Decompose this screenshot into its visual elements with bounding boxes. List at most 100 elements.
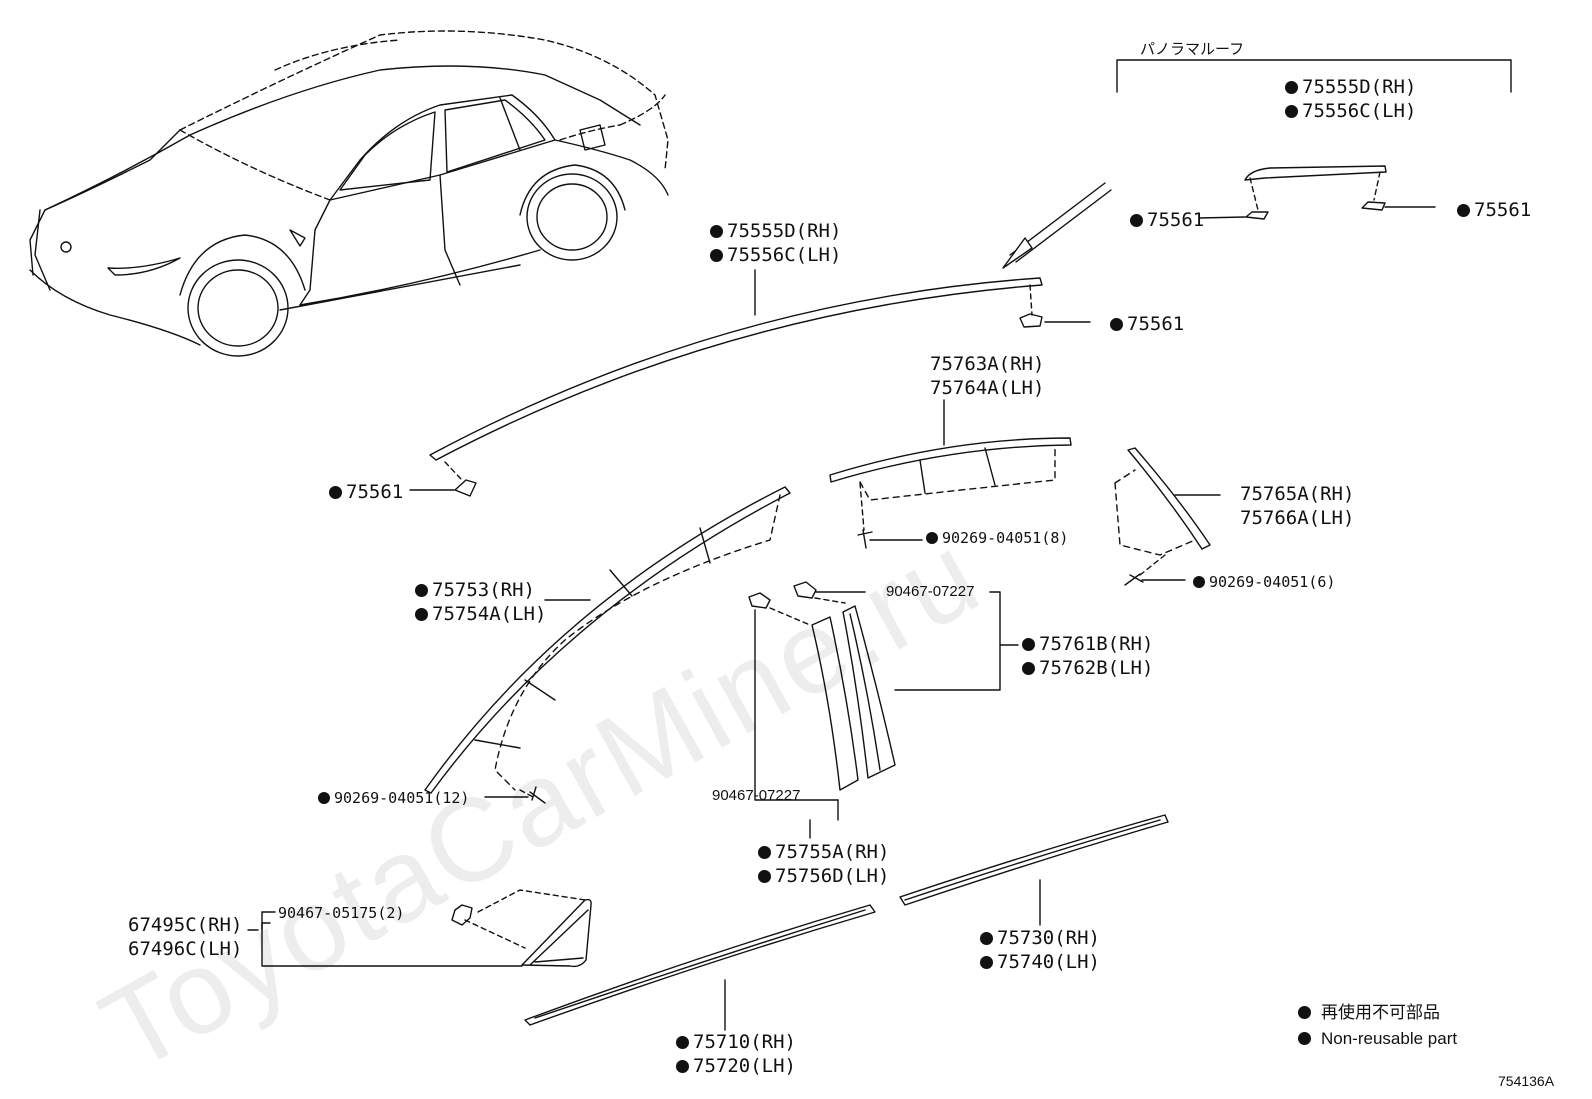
- label-pano-clip-left: 75561: [1130, 208, 1204, 232]
- label-quarter-molding: 75765A(RH) 75766A(LH): [1240, 482, 1354, 530]
- part-number: 75561: [1147, 209, 1205, 231]
- label-rear-upper-molding: 75763A(RH) 75764A(LH): [930, 352, 1044, 400]
- label-line-lh: 75720(LH): [676, 1054, 796, 1078]
- pillar-garnish-front: [811, 616, 859, 791]
- non-reusable-dot-icon: [710, 225, 723, 238]
- label-pillar-clip-low: 90467-07227: [712, 787, 801, 804]
- rear-upper-molding: [829, 437, 1072, 483]
- pillar-clip-2: [793, 581, 817, 599]
- part-number: 75720(LH): [693, 1055, 796, 1077]
- label-line-lh: 75762B(LH): [1022, 656, 1153, 680]
- panorama-bracket: [1116, 59, 1512, 93]
- part-number: 75556C(LH): [1302, 100, 1417, 122]
- part-number: 75556C(LH): [727, 244, 842, 266]
- label-rear-upper-screw: 90269-04051(8): [926, 528, 1068, 548]
- label-quarter-screw: 90269-04051(6): [1193, 572, 1335, 592]
- label-line-rh: 75730(RH): [980, 926, 1100, 950]
- part-number: 75555D(RH): [727, 220, 842, 242]
- part-number-lh: 75764A(LH): [930, 377, 1045, 399]
- non-reusable-dot-icon: [1285, 105, 1298, 118]
- non-reusable-dot-icon: [758, 870, 771, 883]
- label-line-rh: 75555D(RH): [1285, 75, 1416, 99]
- non-reusable-dot-icon: [415, 584, 428, 597]
- label-roof-clip-left: 75561: [329, 480, 403, 504]
- non-reusable-dot-icon: [758, 846, 771, 859]
- label-line-lh: 75754A(LH): [415, 602, 546, 626]
- label-line-lh: 75756D(LH): [758, 864, 889, 888]
- part-number: 90269-04051(12): [334, 789, 470, 807]
- part-number: 75761B(RH): [1039, 633, 1154, 655]
- label-line-rh: 75555D(RH): [710, 219, 841, 243]
- label-mirror-clip: 90467-05175(2): [278, 904, 405, 922]
- legend-en: Non-reusable part: [1298, 1026, 1457, 1052]
- vehicle-illustration: [29, 30, 669, 357]
- mirror-clip-shape: [451, 904, 473, 926]
- mirror-corner-cover: [521, 898, 592, 968]
- label-front-upper-screw: 90269-04051(12): [318, 788, 469, 808]
- label-line-rh: 75710(RH): [676, 1030, 796, 1054]
- label-roof-clip-right: 75561: [1110, 312, 1184, 336]
- label-pano-roof-molding: 75555D(RH) 75556C(LH): [1285, 75, 1416, 123]
- part-number: 75740(LH): [997, 951, 1100, 973]
- part-number: 75756D(LH): [775, 865, 890, 887]
- non-reusable-dot-icon: [1285, 81, 1298, 94]
- label-pillar-clip-top: 90467-07227: [886, 583, 975, 600]
- front-upper-molding: [424, 486, 791, 794]
- part-number: 75561: [346, 481, 404, 503]
- part-number: 75730(RH): [997, 927, 1100, 949]
- part-number: 75753(RH): [432, 579, 535, 601]
- non-reusable-dot-icon: [329, 486, 342, 499]
- part-number-rh: 67495C(RH): [128, 914, 243, 936]
- legend-en-text: Non-reusable part: [1321, 1029, 1458, 1048]
- non-reusable-dot-icon: [926, 532, 938, 544]
- part-number: 90269-04051(8): [942, 529, 1069, 547]
- legend-jp-text: 再使用不可部品: [1321, 1003, 1440, 1022]
- legend: 再使用不可部品 Non-reusable part: [1298, 1000, 1457, 1052]
- pano-clip-right-shape: [1361, 201, 1386, 211]
- label-roof-molding: 75555D(RH) 75556C(LH): [710, 219, 841, 267]
- panorama-roof-label: パノラマルーフ: [1140, 40, 1245, 58]
- label-line-rh: 75753(RH): [415, 578, 546, 602]
- part-number-lh: 75766A(LH): [1240, 507, 1355, 529]
- label-belt-rear: 75730(RH) 75740(LH): [980, 926, 1100, 974]
- belt-molding-rear: [899, 814, 1169, 906]
- non-reusable-dot-icon: [980, 956, 993, 969]
- part-number: 75754A(LH): [432, 603, 547, 625]
- non-reusable-dot-icon: [1298, 1006, 1311, 1019]
- label-mirror-corner-cover: 67495C(RH) 67496C(LH): [128, 913, 242, 961]
- belt-molding-front: [524, 904, 876, 1026]
- label-pano-clip-right: 75561: [1457, 198, 1531, 222]
- part-number: 75561: [1127, 313, 1185, 335]
- quarter-molding: [1127, 447, 1211, 550]
- label-line-lh: 75740(LH): [980, 950, 1100, 974]
- non-reusable-dot-icon: [980, 932, 993, 945]
- non-reusable-dot-icon: [1193, 576, 1205, 588]
- pano-clip-left-shape: [1245, 211, 1269, 220]
- roof-molding: [429, 277, 1043, 461]
- non-reusable-dot-icon: [676, 1036, 689, 1049]
- part-number: 75555D(RH): [1302, 76, 1417, 98]
- label-front-upper-molding: 75753(RH) 75754A(LH): [415, 578, 546, 626]
- part-number: 75710(RH): [693, 1031, 796, 1053]
- label-pillar-rear: 75761B(RH) 75762B(LH): [1022, 632, 1153, 680]
- non-reusable-dot-icon: [1022, 662, 1035, 675]
- part-number: 90269-04051(6): [1209, 573, 1336, 591]
- part-number: 75561: [1474, 199, 1532, 221]
- non-reusable-dot-icon: [1457, 204, 1470, 217]
- non-reusable-dot-icon: [1130, 214, 1143, 227]
- part-number-rh: 75763A(RH): [930, 353, 1045, 375]
- figure-code: 754136A: [1498, 1073, 1555, 1089]
- part-number-rh: 75765A(RH): [1240, 483, 1355, 505]
- label-pillar-front: 75755A(RH) 75756D(LH): [758, 840, 889, 888]
- non-reusable-dot-icon: [710, 249, 723, 262]
- non-reusable-dot-icon: [676, 1060, 689, 1073]
- part-number-lh: 67496C(LH): [128, 938, 243, 960]
- label-line-lh: 75556C(LH): [1285, 99, 1416, 123]
- pano-roof-molding: [1244, 165, 1387, 181]
- label-line-lh: 75556C(LH): [710, 243, 841, 267]
- pillar-garnish-rear: [842, 605, 896, 779]
- non-reusable-dot-icon: [415, 608, 428, 621]
- label-line-rh: 75761B(RH): [1022, 632, 1153, 656]
- part-number: 75755A(RH): [775, 841, 890, 863]
